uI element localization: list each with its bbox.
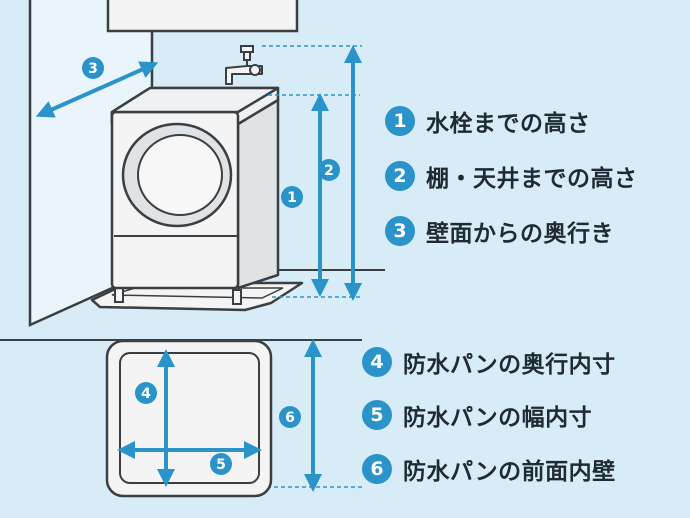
legend-item-2: 2 棚・天井までの高さ [385,159,638,193]
marker-6: 6 [279,406,301,428]
marker-5-label: 5 [216,457,226,473]
marker-4-label: 4 [141,386,151,402]
legend-item-4: 4 防水パンの奥行内寸 [362,345,616,379]
legend-item-5: 5 防水パンの幅内寸 [362,398,592,432]
marker-2-label: 2 [324,163,334,179]
legend-label-4: 防水パンの奥行内寸 [403,352,616,378]
arrow-3-wall-depth [35,61,159,118]
marker-3-label: 3 [88,61,98,77]
marker-1: 1 [281,186,303,208]
shelf-cabinet [106,0,299,33]
pan-top-view [105,339,273,498]
legend-item-3: 3 壁面からの奥行き [385,214,614,248]
legend-badge-6: 6 [362,454,392,484]
legend-badge-3: 3 [385,216,415,246]
legend-label-3: 壁面からの奥行き [426,221,614,247]
legend-badge-2: 2 [385,161,415,191]
legend-label-5: 防水パンの幅内寸 [403,405,593,431]
legend-badge-5: 5 [362,400,392,430]
legend-label-1: 水栓までの高さ [426,111,591,137]
legend-label-2: 棚・天井までの高さ [426,166,638,192]
marker-5: 5 [210,453,232,475]
faucet-icon [225,45,263,85]
legend-label-6: 防水パンの前面内壁 [403,459,616,485]
legend-item-6: 6 防水パンの前面内壁 [362,452,616,486]
washing-machine [110,86,280,305]
marker-4: 4 [135,382,157,404]
marker-2: 2 [318,159,340,181]
legend-badge-4: 4 [362,347,392,377]
marker-6-label: 6 [285,410,295,426]
marker-1-label: 1 [287,190,297,206]
marker-3: 3 [82,57,104,79]
legend-badge-1: 1 [385,106,415,136]
legend-item-1: 1 水栓までの高さ [385,104,591,138]
